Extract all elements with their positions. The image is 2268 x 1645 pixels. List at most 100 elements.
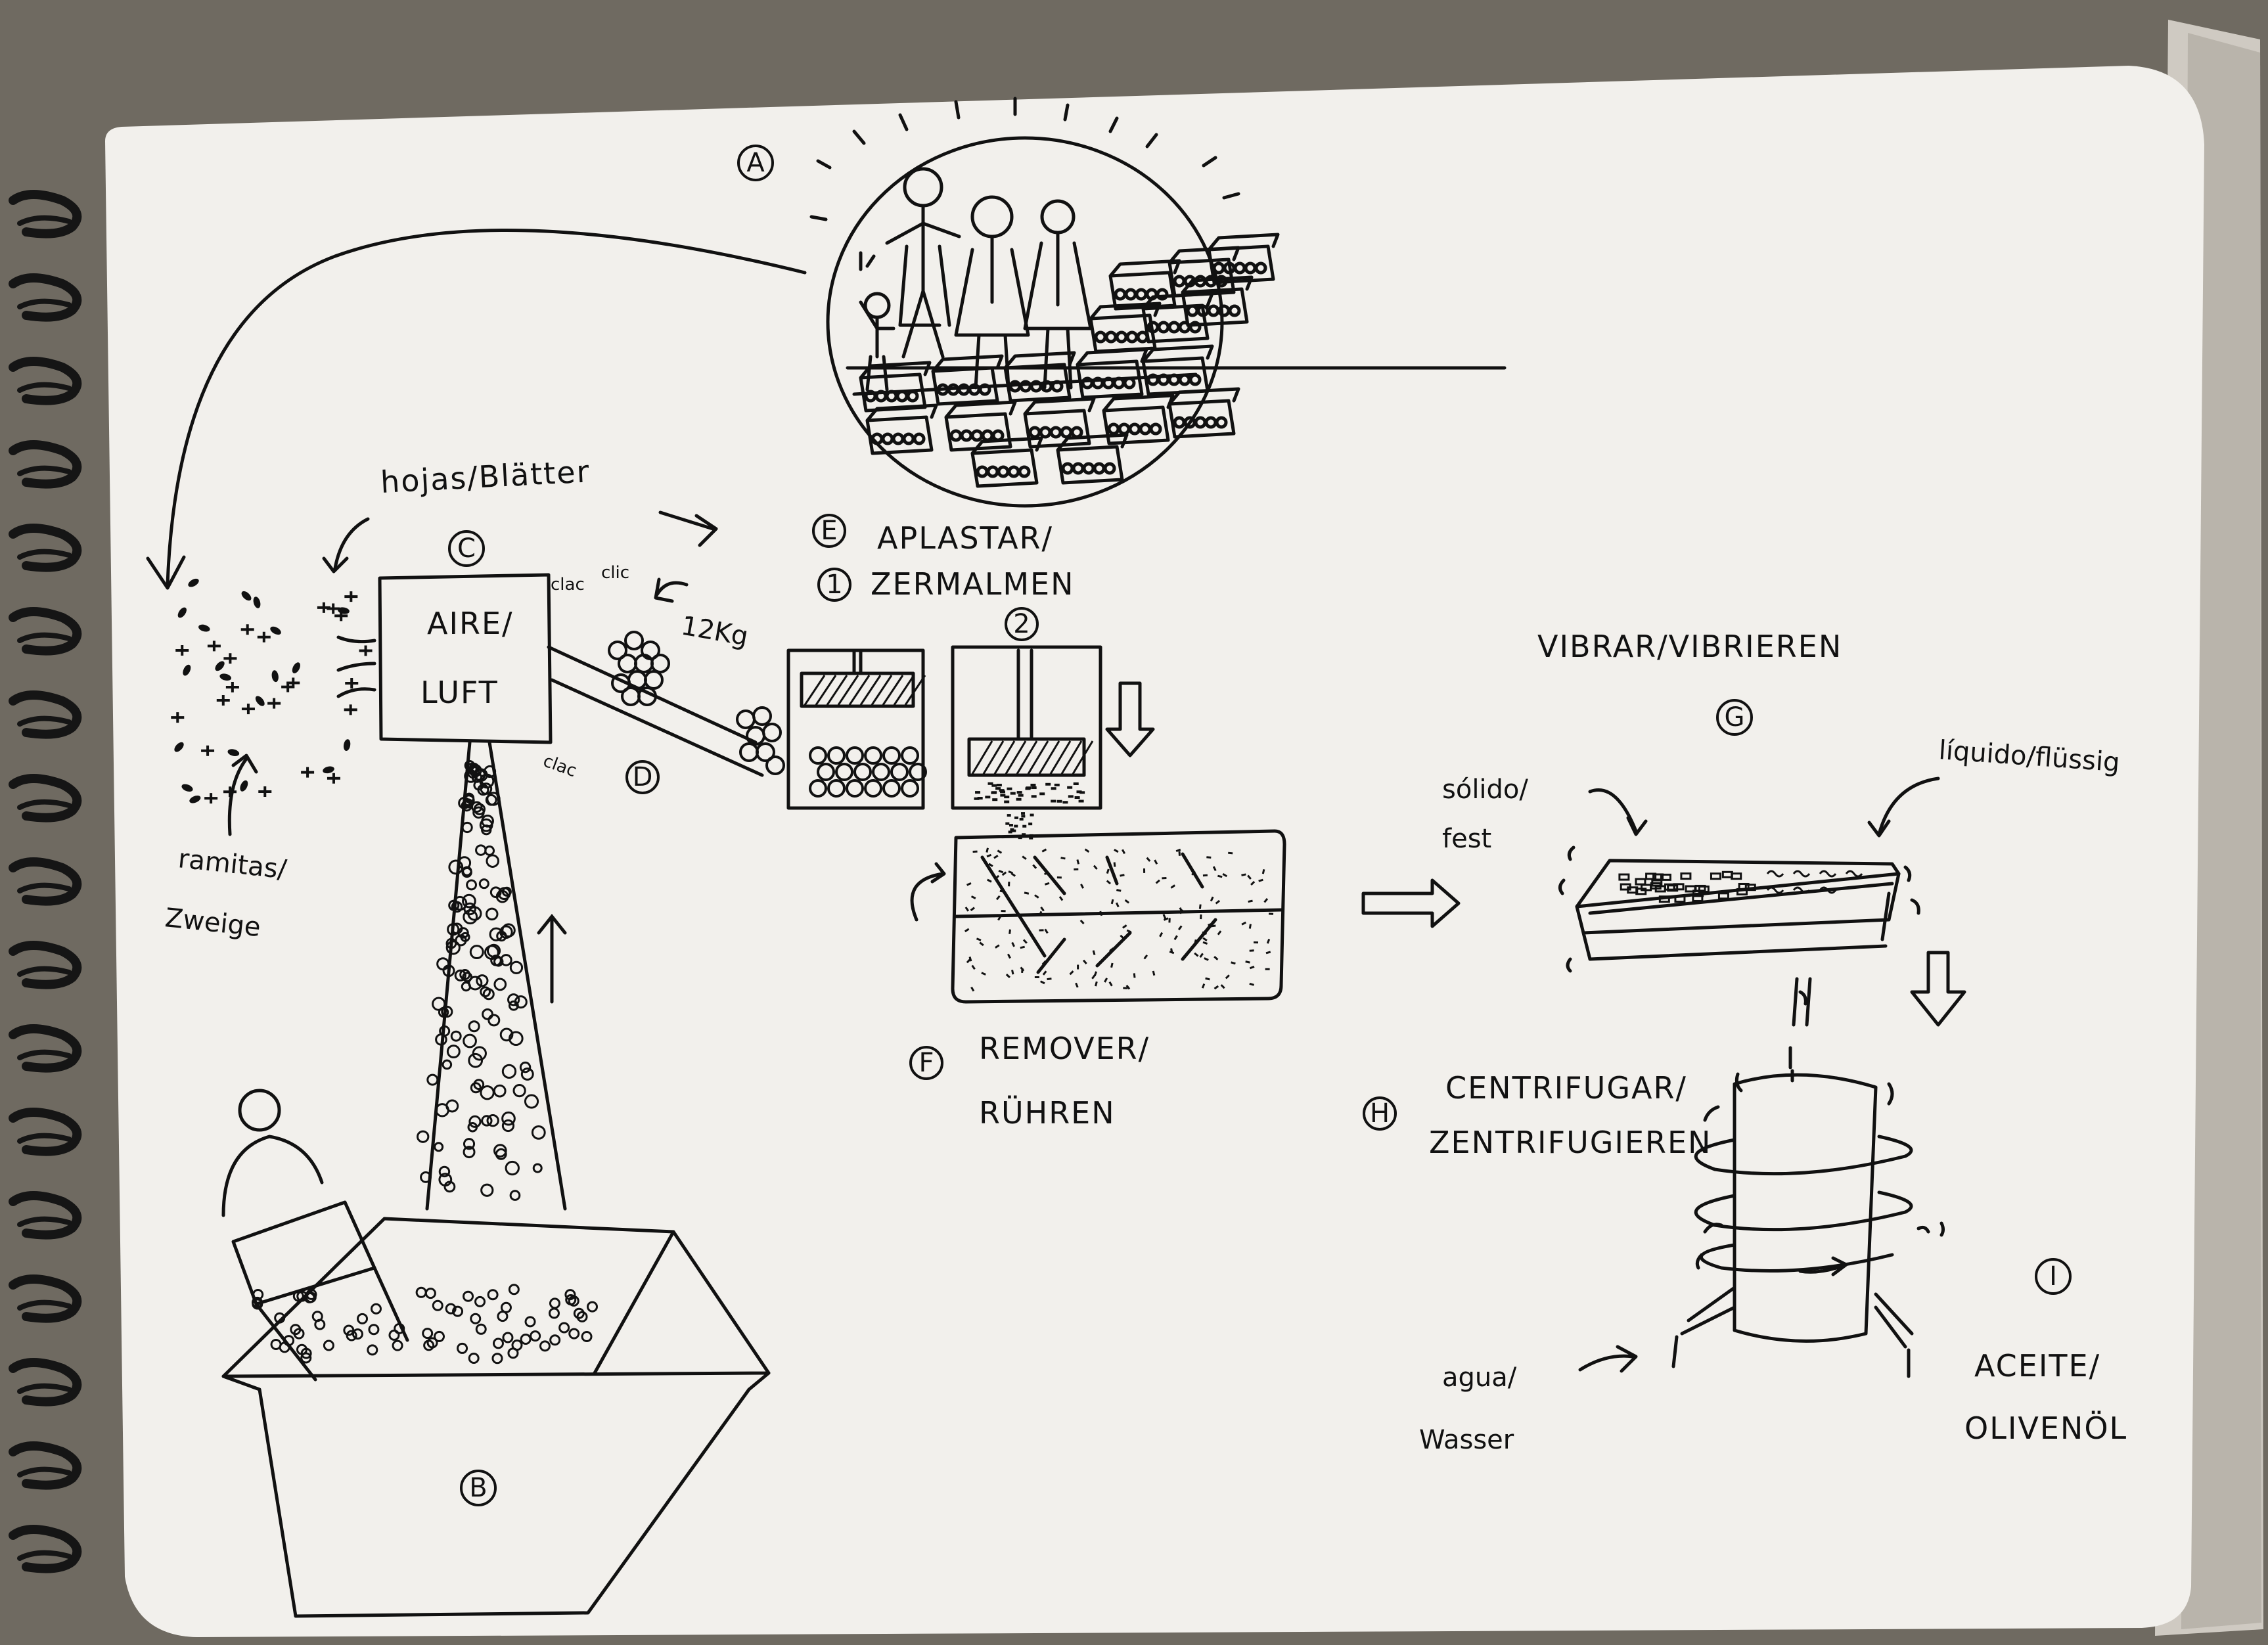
step-d-label: D	[633, 762, 653, 792]
paste-bit	[1120, 874, 1125, 877]
paste-bit	[998, 869, 1004, 874]
twig	[223, 786, 237, 798]
crushed-bit	[1073, 782, 1079, 786]
hatch-line	[848, 675, 871, 706]
arrow-liquid	[1867, 777, 1940, 838]
olive	[1018, 465, 1031, 478]
paste-bit	[964, 907, 970, 912]
paste-bit	[1044, 872, 1049, 875]
paste-bit	[1042, 970, 1047, 976]
paste-bit	[1228, 851, 1233, 855]
twig	[207, 641, 221, 652]
olives-on-ramp	[608, 631, 785, 775]
mixer	[910, 829, 1286, 1004]
crushed-bit	[977, 797, 983, 800]
olive	[290, 1324, 302, 1336]
olive	[468, 1115, 482, 1128]
twig	[344, 591, 358, 602]
liquid-wave	[1792, 870, 1811, 878]
rotation-arrow	[910, 862, 946, 922]
paste-bit	[995, 895, 1001, 901]
solid-bit	[1635, 878, 1646, 886]
paste-bit	[1245, 960, 1250, 964]
leaf	[219, 673, 232, 681]
olive	[901, 779, 919, 798]
step-h-circle	[1363, 1096, 1397, 1131]
olives-in-hopper	[252, 1284, 599, 1364]
paste-bit	[1202, 874, 1208, 877]
olive	[461, 981, 471, 992]
crushed-bit	[995, 787, 1001, 790]
olive	[486, 1114, 499, 1127]
paste-bit	[1079, 919, 1085, 925]
paste-bit	[1060, 857, 1066, 860]
step-h-label: H	[1370, 1098, 1390, 1129]
olive	[486, 907, 499, 921]
twig	[225, 682, 239, 693]
olive	[304, 1292, 315, 1303]
hatch-line	[1005, 740, 1027, 775]
step-b-circle	[460, 1470, 497, 1506]
arrow-up	[537, 913, 567, 1004]
paste-bit	[1199, 953, 1204, 958]
olive	[450, 1030, 462, 1042]
hatch-line	[826, 675, 848, 706]
olive	[1156, 288, 1169, 301]
spiral-ring	[9, 941, 82, 989]
olive	[756, 742, 775, 762]
spiral-ring	[9, 1191, 82, 1240]
spiral-ring	[9, 190, 82, 238]
olive-paste	[964, 847, 1274, 992]
olive	[463, 1033, 477, 1048]
olive	[901, 746, 919, 765]
paste-bit	[1200, 914, 1202, 920]
spiral-ring-inner	[17, 632, 72, 643]
label-olivenol: OLIVENÖL	[1964, 1410, 2127, 1446]
olive	[439, 1025, 451, 1037]
paste-bit	[997, 849, 1003, 854]
crushed-bit	[1004, 796, 1010, 799]
olive	[479, 818, 493, 832]
paste-bit	[1241, 921, 1246, 926]
olive	[466, 762, 478, 775]
step-e-label: E	[821, 516, 837, 546]
paste-bit	[1143, 868, 1146, 873]
twig	[344, 704, 357, 715]
olive	[765, 755, 785, 775]
paste-bit	[1178, 851, 1181, 856]
step-b-label: B	[469, 1473, 487, 1503]
spiral-ring-inner	[17, 966, 72, 977]
hatch-line	[1016, 740, 1038, 775]
solid-bit	[1674, 895, 1686, 903]
crushed-bit	[1039, 792, 1045, 796]
leaf	[343, 739, 351, 752]
olive	[520, 1333, 532, 1345]
paste-bit	[1194, 939, 1197, 945]
solid-bit	[1618, 873, 1630, 881]
step-1-label: 1	[826, 570, 842, 600]
olive	[491, 1353, 503, 1364]
solid-bit	[1651, 879, 1663, 887]
step-i-circle	[2035, 1258, 2072, 1295]
crushed-bit	[1000, 794, 1006, 797]
crushed-bit	[1054, 783, 1060, 786]
paste-bit	[1220, 984, 1225, 989]
step-g-label: G	[1725, 702, 1745, 732]
olive-crate	[1108, 259, 1181, 311]
olive	[608, 641, 627, 660]
olive	[1149, 422, 1162, 436]
olive	[441, 1005, 453, 1018]
paste-bit	[1104, 978, 1108, 983]
crushed-bit	[1056, 800, 1062, 803]
hatch-line	[1060, 740, 1083, 775]
leaf	[189, 796, 201, 803]
olive	[482, 1008, 493, 1020]
step-a-circle	[737, 145, 774, 181]
solid-bit	[1717, 892, 1729, 900]
arrow-leaves	[333, 517, 370, 570]
olive	[509, 1190, 521, 1201]
leaf	[215, 661, 225, 671]
twig	[257, 631, 271, 642]
paste-bit	[1007, 953, 1011, 959]
